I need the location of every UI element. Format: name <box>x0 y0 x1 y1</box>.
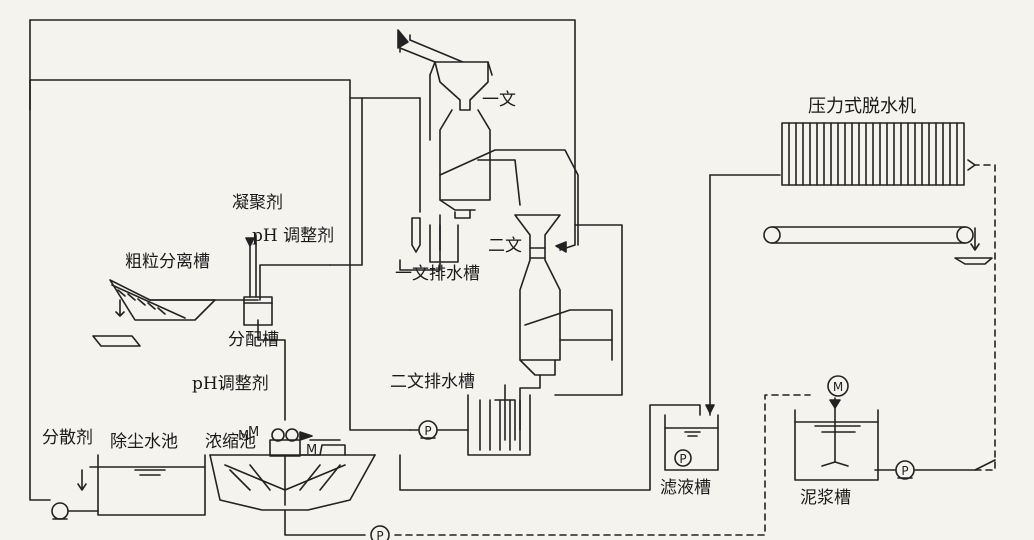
thickener-tank <box>209 428 376 536</box>
pump-underflow-label: P <box>376 529 383 540</box>
pump-slurry: P <box>895 460 915 480</box>
distribution-tank <box>243 234 286 421</box>
slurry-tank <box>394 164 996 536</box>
filtrate-tank <box>664 174 781 471</box>
motor-thickener-label-1: M <box>238 429 249 444</box>
recirculation-pipes <box>29 19 576 501</box>
label-filtrate-tank: 滤液槽 <box>660 478 711 498</box>
venturi-scrubber-1 <box>411 61 579 253</box>
motor-slurry-label: M <box>833 380 843 394</box>
pump-dust-pool <box>51 502 69 520</box>
label-dispersant: 分散剂 <box>42 428 93 448</box>
venturi-scrubber-2 <box>514 214 613 431</box>
label-dust-pool: 除尘水池 <box>110 432 178 452</box>
pump-drain-label: P <box>424 424 431 438</box>
venturi-1-drain-tank <box>429 214 459 263</box>
coarse-particle-separator <box>92 279 259 347</box>
dust-water-pool <box>67 454 206 516</box>
pump-drain: P <box>418 420 438 440</box>
motor-thickener-label-2: M <box>248 425 259 440</box>
filter-press <box>781 122 976 186</box>
label-coarse-separator: 粗粒分离槽 <box>125 252 210 272</box>
pump-underflow: P <box>370 525 390 540</box>
venturi-2-drain-tank <box>467 384 531 456</box>
label-venturi-1: 一文 <box>482 90 516 110</box>
label-coagulant: 凝聚剂 <box>232 193 283 213</box>
pump-filtrate: P <box>674 449 692 467</box>
return-pipes <box>259 224 701 491</box>
pump-filtrate-label: P <box>679 452 686 466</box>
belt-conveyor <box>763 226 993 265</box>
label-venturi-1-drain: 一文排水槽 <box>395 264 480 284</box>
pump-slurry-label: P <box>901 464 908 478</box>
flow-arrows <box>245 237 841 441</box>
label-ph-adjuster-top: pH 调整剂 <box>252 226 335 246</box>
label-filter-press: 压力式脱水机 <box>808 96 916 117</box>
motor-thickener-label-3: M <box>306 443 317 458</box>
label-venturi-2: 二文 <box>488 236 522 256</box>
label-ph-adjuster-bottom: pH调整剂 <box>192 374 269 394</box>
motor-slurry-agitator: M <box>827 375 849 397</box>
label-thickener: 浓缩池 <box>205 432 256 452</box>
label-distribution-tank: 分配槽 <box>228 330 279 350</box>
label-slurry-tank: 泥浆槽 <box>800 488 851 508</box>
label-venturi-2-drain: 二文排水槽 <box>390 372 475 392</box>
